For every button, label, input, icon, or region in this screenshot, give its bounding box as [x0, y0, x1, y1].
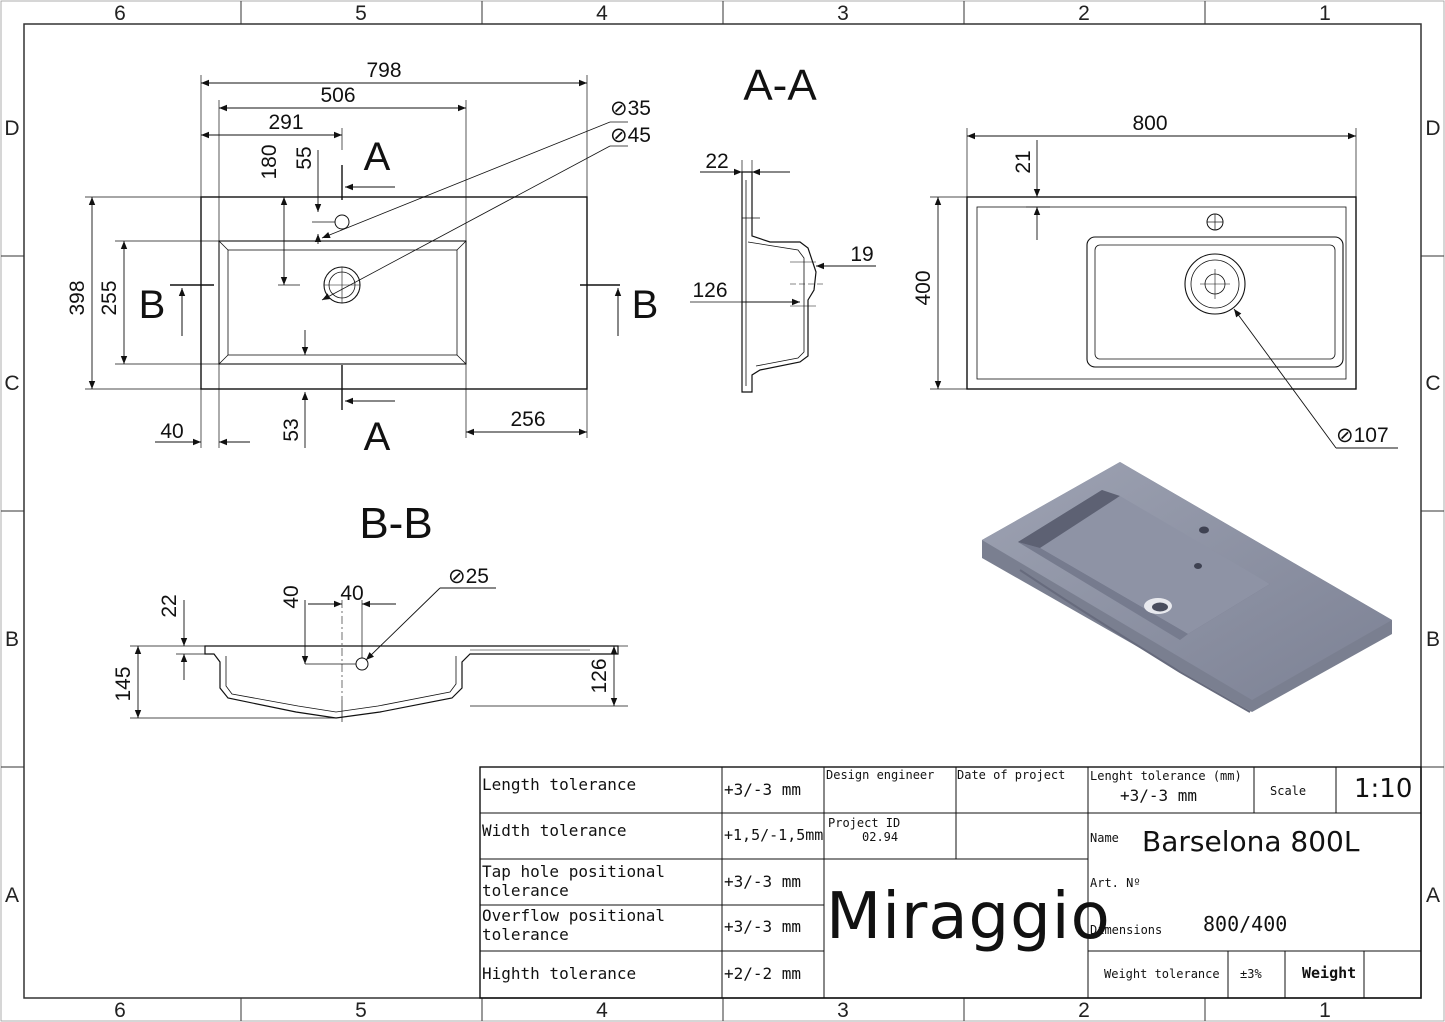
dim-tap-hole-diameter: ⊘35: [610, 97, 651, 120]
brand-logo: Miraggio: [826, 880, 1111, 954]
section-bb-labels: 22 145 40 40 ⊘25 126: [112, 565, 611, 702]
zone-col: 1: [1319, 999, 1331, 1022]
section-aa-title: A-A: [743, 61, 817, 110]
top-view-labels: 798 506 291 180 55 ⊘35 ⊘45 398 255 40 53…: [66, 59, 658, 459]
dim-drain-diameter: ⊘45: [610, 124, 651, 147]
zone-row: C: [4, 372, 19, 395]
dim-bowl-width: 255: [98, 280, 121, 315]
dim-overall-width: 398: [66, 280, 89, 315]
zone-row: D: [4, 117, 19, 140]
zone-col: 1: [1319, 2, 1331, 25]
section-bb-title: B-B: [359, 499, 432, 548]
dim-top-thickness: 22: [705, 150, 728, 173]
cut-label-b: B: [139, 283, 166, 327]
dim-overflow-width: 40: [340, 582, 363, 605]
lenght-tolerance-label: Lenght tolerance (mm): [1090, 769, 1242, 783]
overflow-tolerance-value: +3/-3 mm: [724, 917, 802, 936]
zone-row: C: [1425, 372, 1440, 395]
art-number-label: Art. Nº: [1090, 876, 1141, 890]
width-tolerance-value: +1,5/-1,5mm: [724, 826, 824, 844]
dim-tap-from-top: 180: [258, 144, 281, 179]
lenght-tolerance-value: +3/-3 mm: [1120, 786, 1198, 805]
name-label: Name: [1090, 831, 1119, 845]
dim-bottom-margin: 53: [280, 418, 303, 441]
dimensions-label: Dimensions: [1090, 923, 1163, 937]
zone-labels: 6 5 4 3 2 1 6 5 4 3 2 1 D C B A D C B A: [4, 2, 1440, 1022]
height-tolerance-value: +2/-2 mm: [724, 964, 802, 983]
zone-col: 2: [1078, 2, 1090, 25]
width-tolerance-label: Width tolerance: [482, 821, 627, 840]
zone-row: D: [1425, 117, 1440, 140]
section-aa-labels: 22 126 19: [692, 150, 873, 302]
weight-tolerance-value: ±3%: [1240, 967, 1262, 981]
zone-col: 5: [355, 999, 367, 1022]
dim-right-deck: 256: [510, 408, 545, 431]
overflow-tolerance-label2: tolerance: [482, 925, 569, 944]
zone-row: B: [5, 628, 19, 651]
cut-label-a: A: [364, 135, 391, 179]
zone-row: A: [5, 884, 19, 907]
dim-top-thickness: 22: [158, 594, 181, 617]
cut-label-a: A: [364, 415, 391, 459]
dim-drain-diameter-107: ⊘107: [1336, 424, 1389, 447]
dim-tap-offset: 291: [268, 111, 303, 134]
product-name: Barselona 800L: [1142, 825, 1360, 858]
dim-overflow-height: 40: [280, 585, 303, 608]
right-top-view: [930, 128, 1398, 449]
scale-label: Scale: [1270, 784, 1307, 798]
zone-row: A: [1426, 884, 1440, 907]
dim-overflow-diameter: ⊘25: [448, 565, 489, 588]
dim-deck-height: 126: [588, 658, 611, 693]
zone-col: 3: [837, 2, 849, 25]
zone-col: 3: [837, 999, 849, 1022]
dim-overall-height: 145: [112, 666, 135, 701]
isometric-render: [982, 462, 1392, 713]
zone-col: 4: [596, 999, 608, 1022]
overflow-tolerance-label: Overflow positional: [482, 906, 666, 925]
height-tolerance-label: Highth tolerance: [482, 964, 637, 983]
title-block-grid: [479, 766, 1422, 999]
dim-bowl-edge: 506: [320, 84, 355, 107]
dimensions-value: 800/400: [1203, 912, 1288, 936]
zone-col: 2: [1078, 999, 1090, 1022]
tap-hole-tolerance-value: +3/-3 mm: [724, 872, 802, 891]
zone-col: 4: [596, 2, 608, 25]
dim-left-margin: 40: [160, 420, 183, 443]
zone-col: 5: [355, 2, 367, 25]
dim-overall-length: 798: [366, 59, 401, 82]
zone-row: B: [1426, 628, 1440, 651]
cut-label-b: B: [632, 283, 659, 327]
top-view: [85, 75, 628, 448]
length-tolerance-label: Length tolerance: [482, 775, 637, 794]
dim-length: 800: [1132, 112, 1167, 135]
right-top-view-labels: 800 400 21 ⊘107: [912, 112, 1389, 447]
zone-col: 6: [114, 999, 126, 1022]
zone-col: 6: [114, 2, 126, 25]
section-bb-view: [130, 587, 628, 722]
design-engineer-label: Design engineer: [826, 768, 935, 782]
scale-value: 1:10: [1354, 774, 1413, 804]
project-id-value: 02.94: [862, 830, 899, 844]
dim-width: 400: [912, 270, 935, 305]
weight-label: Weight: [1302, 964, 1357, 982]
project-id-label: Project ID: [828, 816, 901, 830]
dim-edge: 21: [1012, 150, 1035, 173]
dim-depth: 126: [692, 279, 727, 302]
length-tolerance-value: +3/-3 mm: [724, 780, 802, 799]
dim-overflow-from-top: 55: [293, 146, 316, 169]
tap-hole-tolerance-label2: tolerance: [482, 881, 569, 900]
dim-drain-offset: 19: [850, 243, 873, 266]
tap-hole-tolerance-label: Tap hole positional: [482, 862, 666, 881]
weight-tolerance-label: Weight tolerance: [1104, 967, 1220, 981]
date-of-project-label: Date of project: [957, 768, 1066, 782]
section-aa-view: [690, 160, 876, 393]
